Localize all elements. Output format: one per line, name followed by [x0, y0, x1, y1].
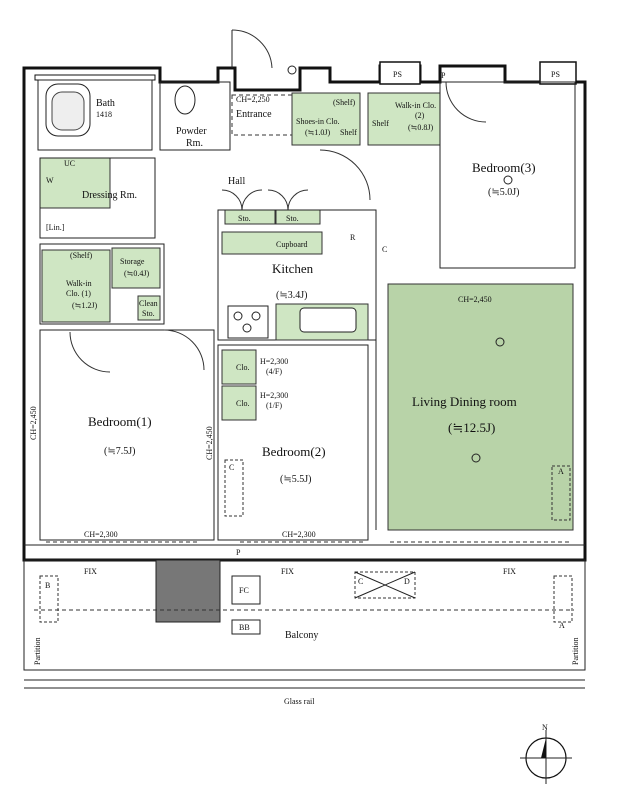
- compass: N: [520, 723, 572, 784]
- bath-size: 1418: [96, 110, 112, 119]
- partition-left: Partition: [33, 637, 42, 665]
- bedroom3-label: Bedroom(3): [472, 160, 536, 175]
- entrance-door: [231, 29, 297, 75]
- compass-n-label: N: [542, 723, 548, 732]
- shoes-label: Shoes-in Clo.: [296, 117, 340, 126]
- clo-b-label: Clo.: [236, 399, 250, 408]
- clean-label-b: Sto.: [142, 309, 155, 318]
- powder-label: Powder: [176, 126, 207, 137]
- ps-shafts: PS PS P: [379, 61, 577, 85]
- bedroom1-ch-v: CH=2,450: [29, 406, 38, 440]
- dressing-label: Dressing Rm.: [82, 190, 137, 201]
- fix-label-2: FIX: [281, 567, 294, 576]
- cupboard-label: Cupboard: [276, 240, 308, 249]
- shoes-shelf: (Shelf): [333, 98, 356, 107]
- w-label: W: [46, 176, 54, 185]
- bath-label: Bath: [96, 98, 115, 109]
- walkin2-size: (≒0.8J): [408, 123, 433, 132]
- ps-label-1: PS: [393, 70, 402, 79]
- fix-label-1: FIX: [84, 567, 97, 576]
- clo-b-h: H=2,300: [260, 391, 288, 400]
- walkin2-num: (2): [415, 111, 425, 120]
- walkin2-shelf: Shelf: [372, 119, 389, 128]
- clo-a-f: (4/F): [266, 367, 282, 376]
- kitchen: Cupboard R C Kitchen (≒3.4J): [217, 209, 387, 341]
- entrance-label: Entrance: [236, 109, 272, 120]
- clean-label: Clean: [139, 299, 158, 308]
- shoes-closet: (Shelf) Shoes-in Clo. (≒1.0J) Shelf: [291, 92, 361, 146]
- kitchen-size: (≒3.4J): [276, 290, 307, 301]
- clo-a-label: Clo.: [236, 363, 250, 372]
- glass-rail-label: Glass rail: [284, 697, 315, 706]
- balcony: FC BB Balcony C D B A Partition Partitio…: [23, 559, 586, 671]
- walkin1-size: (≒1.2J): [72, 301, 97, 310]
- partition-right: Partition: [571, 637, 580, 665]
- dressing-room: UC W Dressing Rm. [Lin.]: [39, 157, 156, 239]
- walkin2-label: Walk-in Clo.: [395, 101, 436, 110]
- ldr-size: (≒12.5J): [448, 420, 495, 435]
- bedroom1-size: (≒7.5J): [104, 446, 135, 457]
- bedroom2-ch-v: CH=2,450: [205, 426, 214, 460]
- bath-room: Bath 1418: [37, 79, 153, 151]
- bedroom1-label: Bedroom(1): [88, 414, 152, 429]
- sto-label-2: Sto.: [286, 214, 299, 223]
- bedroom-1: Bedroom(1) (≒7.5J) CH=2,300 CH=2,450: [29, 329, 215, 541]
- balcony-b-label: B: [45, 581, 50, 590]
- storage-block: Storage (≒0.4J) (Shelf) Walk-in Clo. (1)…: [39, 243, 165, 325]
- balcony-c-label: C: [358, 577, 363, 586]
- bedroom2-ch: CH=2,300: [282, 530, 316, 539]
- ldr-a-label: A: [558, 467, 564, 476]
- ldr-label: Living Dining room: [412, 394, 517, 409]
- clo-a-h: H=2,300: [260, 357, 288, 366]
- p-label-1: P: [441, 71, 446, 80]
- entrance-ch: CH=2,250: [236, 95, 270, 104]
- bedroom-3: Bedroom(3) (≒5.0J): [439, 81, 576, 269]
- p-label-2: P: [236, 548, 241, 557]
- bb-label: BB: [239, 623, 250, 632]
- clo-b-f: (1/F): [266, 401, 282, 410]
- storage-label: Storage: [120, 257, 145, 266]
- hall: Hall Sto. Sto.: [221, 149, 371, 225]
- ldr-ch: CH=2,450: [458, 295, 492, 304]
- shoes-size: (≒1.0J): [305, 128, 330, 137]
- walkin1-label: Walk-in: [66, 279, 92, 288]
- walkin1-label-b: Clo. (1): [66, 289, 91, 298]
- shoes-shelf-2: Shelf: [340, 128, 357, 137]
- storage-size: (≒0.4J): [124, 269, 149, 278]
- bedroom2-c-label: C: [229, 463, 234, 472]
- living-dining-room: CH=2,450 Living Dining room (≒12.5J) A: [375, 283, 574, 531]
- ps-label-2: PS: [551, 70, 560, 79]
- sto-label-1: Sto.: [238, 214, 251, 223]
- window-line: FIX FIX FIX P: [24, 541, 585, 576]
- balcony-a-label: A: [559, 621, 565, 630]
- balcony-label: Balcony: [285, 630, 318, 641]
- powder-room: Powder Rm.: [159, 81, 231, 151]
- balcony-d-label: D: [404, 577, 410, 586]
- glass-rail: Glass rail: [24, 679, 585, 706]
- kitchen-label: Kitchen: [272, 261, 314, 276]
- bedroom3-size: (≒5.0J): [488, 187, 519, 198]
- lin-label: [Lin.]: [46, 223, 65, 232]
- fix-label-3: FIX: [503, 567, 516, 576]
- walkin1-shelf: (Shelf): [70, 251, 93, 260]
- r-label: R: [350, 233, 356, 242]
- c-label: C: [382, 245, 387, 254]
- powder-label-2: Rm.: [186, 138, 203, 149]
- bedroom2-size: (≒5.5J): [280, 474, 311, 485]
- walkin-closet-2: Walk-in Clo. (2) (≒0.8J) Shelf: [367, 92, 441, 146]
- bedroom-2: Clo. Clo. H=2,300 (4/F) H=2,300 (1/F) Be…: [205, 344, 369, 541]
- fc-label: FC: [239, 586, 249, 595]
- entrance-area: CH=2,250 Entrance: [231, 94, 293, 136]
- uc-label: UC: [64, 159, 75, 168]
- bedroom2-label: Bedroom(2): [262, 444, 326, 459]
- hall-label: Hall: [228, 176, 245, 187]
- bedroom1-ch: CH=2,300: [84, 530, 118, 539]
